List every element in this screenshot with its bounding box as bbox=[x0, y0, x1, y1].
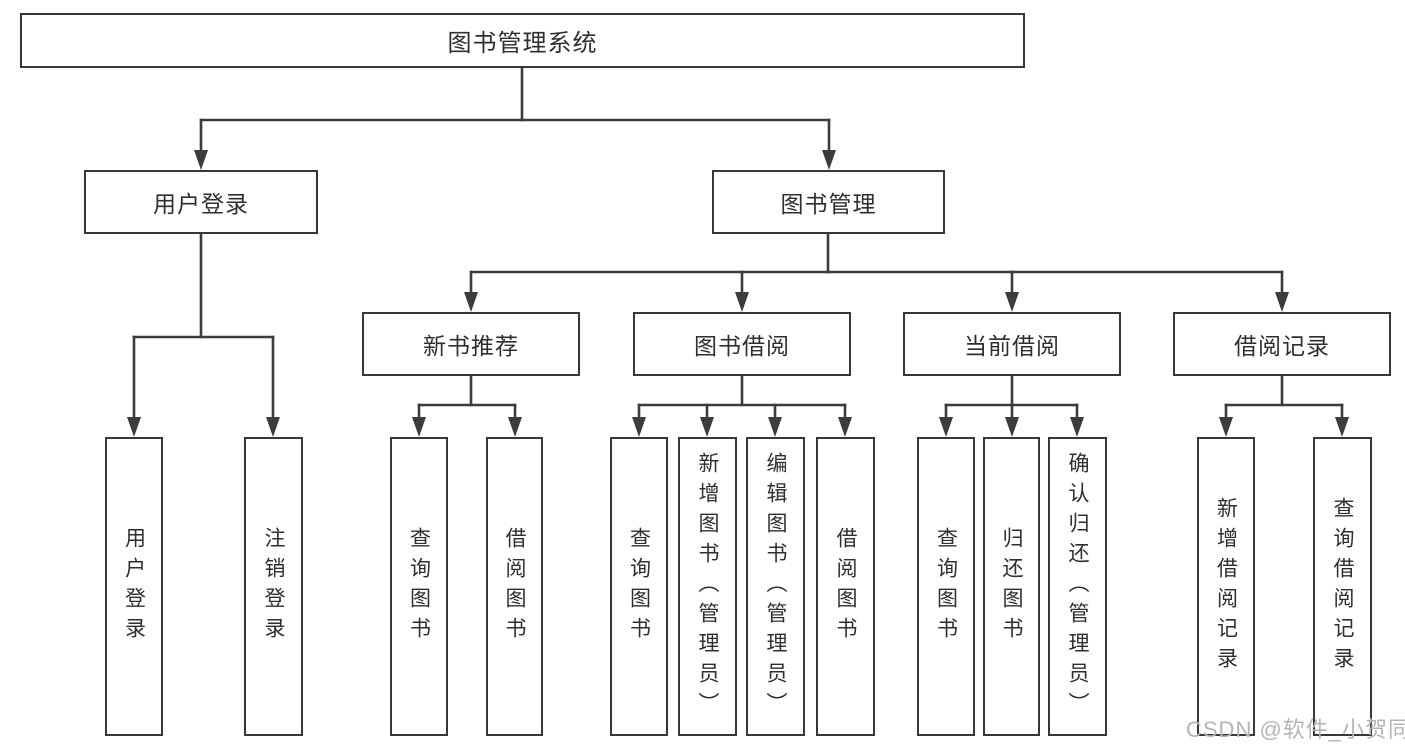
node-query-books-borrowing: 查询图书 bbox=[610, 437, 668, 736]
node-label: 新书推荐 bbox=[423, 333, 519, 359]
edges-user-login bbox=[127, 232, 280, 437]
node-label: 查询图书 bbox=[934, 526, 958, 647]
node-label: 当前借阅 bbox=[964, 333, 1060, 359]
edges-new-book-recommend bbox=[412, 374, 522, 437]
arrowhead-icon bbox=[1335, 417, 1349, 437]
node-logout-leaf: 注销登录 bbox=[244, 437, 303, 736]
node-label: 新增图书（管理员） bbox=[696, 451, 719, 722]
node-label: 查询图书 bbox=[627, 526, 651, 647]
node-book-management: 图书管理 bbox=[712, 170, 945, 234]
arrowhead-icon bbox=[1005, 417, 1019, 437]
arrowhead-icon bbox=[1275, 292, 1289, 312]
node-label: 借阅记录 bbox=[1234, 333, 1330, 359]
node-label: 确认归还（管理员） bbox=[1066, 451, 1089, 722]
arrowhead-icon bbox=[700, 417, 714, 437]
node-query-books-current: 查询图书 bbox=[917, 437, 975, 736]
arrowhead-icon bbox=[939, 417, 953, 437]
edges-borrowing-records bbox=[1219, 374, 1349, 437]
node-new-book-recommend: 新书推荐 bbox=[362, 312, 580, 376]
arrowhead-icon bbox=[838, 417, 852, 437]
arrowhead-icon bbox=[508, 417, 522, 437]
node-label: 新增借阅记录 bbox=[1214, 496, 1238, 677]
node-current-borrowing: 当前借阅 bbox=[903, 312, 1121, 376]
arrowhead-icon bbox=[194, 150, 208, 170]
node-label: 查询图书 bbox=[407, 526, 431, 647]
arrowhead-icon bbox=[822, 150, 836, 170]
node-borrow-books-recommend: 借阅图书 bbox=[486, 437, 543, 736]
node-label: 注销登录 bbox=[262, 526, 285, 647]
arrowhead-icon bbox=[266, 417, 280, 437]
node-add-borrow-record: 新增借阅记录 bbox=[1197, 437, 1255, 736]
node-label: 用户登录 bbox=[122, 526, 146, 647]
arrowhead-icon bbox=[412, 417, 426, 437]
edges-current-borrowing bbox=[939, 374, 1084, 437]
node-borrowing-records: 借阅记录 bbox=[1173, 312, 1391, 376]
node-add-books-admin: 新增图书（管理员） bbox=[678, 437, 737, 736]
arrowhead-icon bbox=[464, 292, 478, 312]
node-return-books: 归还图书 bbox=[983, 437, 1040, 736]
node-edit-books-admin: 编辑图书（管理员） bbox=[746, 437, 805, 736]
node-label: 图书管理 bbox=[780, 191, 877, 217]
node-borrow-books-borrowing: 借阅图书 bbox=[816, 437, 875, 736]
arrowhead-icon bbox=[127, 417, 141, 437]
node-label: 图书借阅 bbox=[694, 333, 790, 359]
node-label: 图书管理系统 bbox=[447, 30, 598, 57]
csdn-watermark: CSDN @软件_小贺同学 bbox=[1186, 717, 1405, 742]
node-query-borrow-record: 查询借阅记录 bbox=[1313, 437, 1372, 736]
node-query-books-recommend: 查询图书 bbox=[390, 437, 448, 736]
node-label: 查询借阅记录 bbox=[1331, 496, 1354, 677]
node-confirm-return-admin: 确认归还（管理员） bbox=[1048, 437, 1107, 736]
arrowhead-icon bbox=[1005, 292, 1019, 312]
node-label: 借阅图书 bbox=[503, 526, 526, 647]
node-book-borrowing: 图书借阅 bbox=[633, 312, 851, 376]
node-library-system: 图书管理系统 bbox=[20, 13, 1025, 68]
node-label: 用户登录 bbox=[153, 191, 249, 217]
edges-book-borrowing bbox=[632, 374, 852, 437]
arrowhead-icon bbox=[735, 292, 749, 312]
node-user-login-leaf: 用户登录 bbox=[105, 437, 163, 736]
arrowhead-icon bbox=[632, 417, 646, 437]
edges-root bbox=[194, 66, 836, 170]
arrowhead-icon bbox=[1219, 417, 1233, 437]
edges-book-management bbox=[464, 232, 1289, 312]
node-label: 借阅图书 bbox=[834, 526, 857, 647]
node-label: 编辑图书（管理员） bbox=[764, 451, 787, 722]
arrowhead-icon bbox=[1070, 417, 1084, 437]
arrowhead-icon bbox=[768, 417, 782, 437]
node-label: 归还图书 bbox=[1000, 526, 1023, 647]
node-user-login: 用户登录 bbox=[84, 170, 318, 234]
